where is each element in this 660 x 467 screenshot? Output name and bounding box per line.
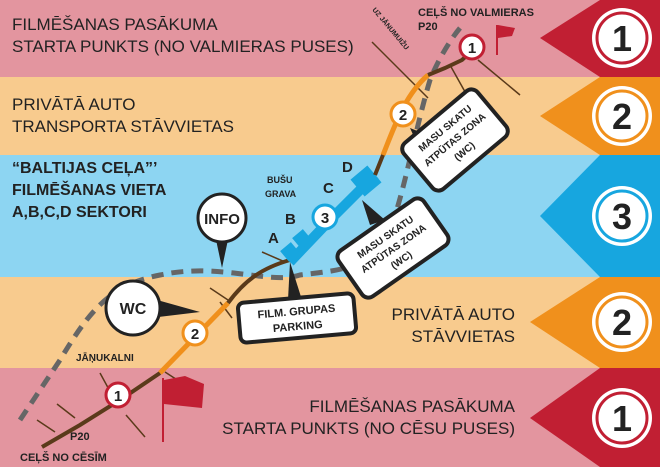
road-valmiera-code: P20 [418, 21, 438, 33]
wc-callout[interactable]: WC [104, 279, 200, 337]
svg-text:1: 1 [612, 398, 632, 439]
svg-text:3: 3 [321, 210, 329, 227]
band-number-1-bottom: 1 [592, 388, 652, 448]
svg-text:2: 2 [191, 326, 199, 343]
busu-grava-label: BUŠU [267, 174, 293, 185]
road-valmiera-label: CEĻŠ NO VALMIERAS [418, 6, 534, 19]
road-p20-south [40, 371, 162, 449]
marker-2-north: 2 [389, 100, 417, 128]
sector-d: D [342, 159, 353, 176]
svg-text:WC: WC [120, 301, 147, 318]
busu-grava-label-2: GRAVA [265, 189, 297, 199]
band-number-2-bottom: 2 [592, 292, 652, 352]
svg-text:1: 1 [612, 18, 632, 59]
info-callout[interactable]: INFO [196, 192, 248, 268]
svg-text:2: 2 [612, 96, 632, 137]
sector-a: A [268, 230, 279, 247]
band-number-3: 3 [592, 186, 652, 246]
band-number-2-top: 2 [592, 86, 652, 146]
svg-text:INFO: INFO [204, 211, 240, 228]
film-crew-parking-callout[interactable]: FILM. GRUPAS PARKING [235, 262, 359, 345]
band-label-3: “BALTIJAS CEĻA”’ FILMĒŠANAS VIETA A,B,C,… [12, 160, 167, 221]
svg-text:PARKING: PARKING [272, 319, 323, 335]
janukalni-label: JĀŅUKALNI [76, 352, 134, 364]
band-label-2-top: PRIVĀTĀ AUTO TRANSPORTA STĀVVIETAS [12, 95, 234, 136]
band-label-1-bottom: FILMĒŠANAS PASĀKUMA STARTA PUNKTS (NO CĒ… [222, 397, 515, 438]
svg-text:2: 2 [612, 302, 632, 343]
svg-text:2: 2 [399, 107, 407, 124]
road-cesis-label: CEĻŠ NO CĒSĪM [20, 451, 107, 464]
band-label-1-top: FILMĒŠANAS PASĀKUMA STARTA PUNKTS (NO VA… [12, 15, 354, 56]
dashed-route [17, 26, 462, 422]
rest-zone-callout-north[interactable]: MASU SKATU ATPŪTAS ZONA (WC) [399, 86, 511, 194]
band-number-1-top: 1 [592, 8, 652, 68]
flag-icon-north [496, 25, 515, 55]
side-roads [36, 41, 521, 438]
sector-b: B [285, 211, 296, 228]
band-label-2-bottom: PRIVĀTĀ AUTO STĀVVIETAS [391, 305, 515, 346]
marker-1-south: 1 [104, 381, 132, 409]
marker-2-south: 2 [181, 319, 209, 347]
road-cesis-code: P20 [70, 431, 90, 443]
svg-text:3: 3 [612, 196, 632, 237]
svg-text:1: 1 [114, 388, 122, 405]
marker-1-north: 1 [458, 33, 486, 61]
svg-text:1: 1 [468, 40, 476, 57]
flag-icon-south [162, 376, 204, 442]
marker-3: 3 [311, 203, 339, 231]
rest-zone-callout-south[interactable]: MASU SKATU ATPŪTAS ZONA (WC) [334, 195, 451, 301]
sector-c: C [323, 180, 334, 197]
